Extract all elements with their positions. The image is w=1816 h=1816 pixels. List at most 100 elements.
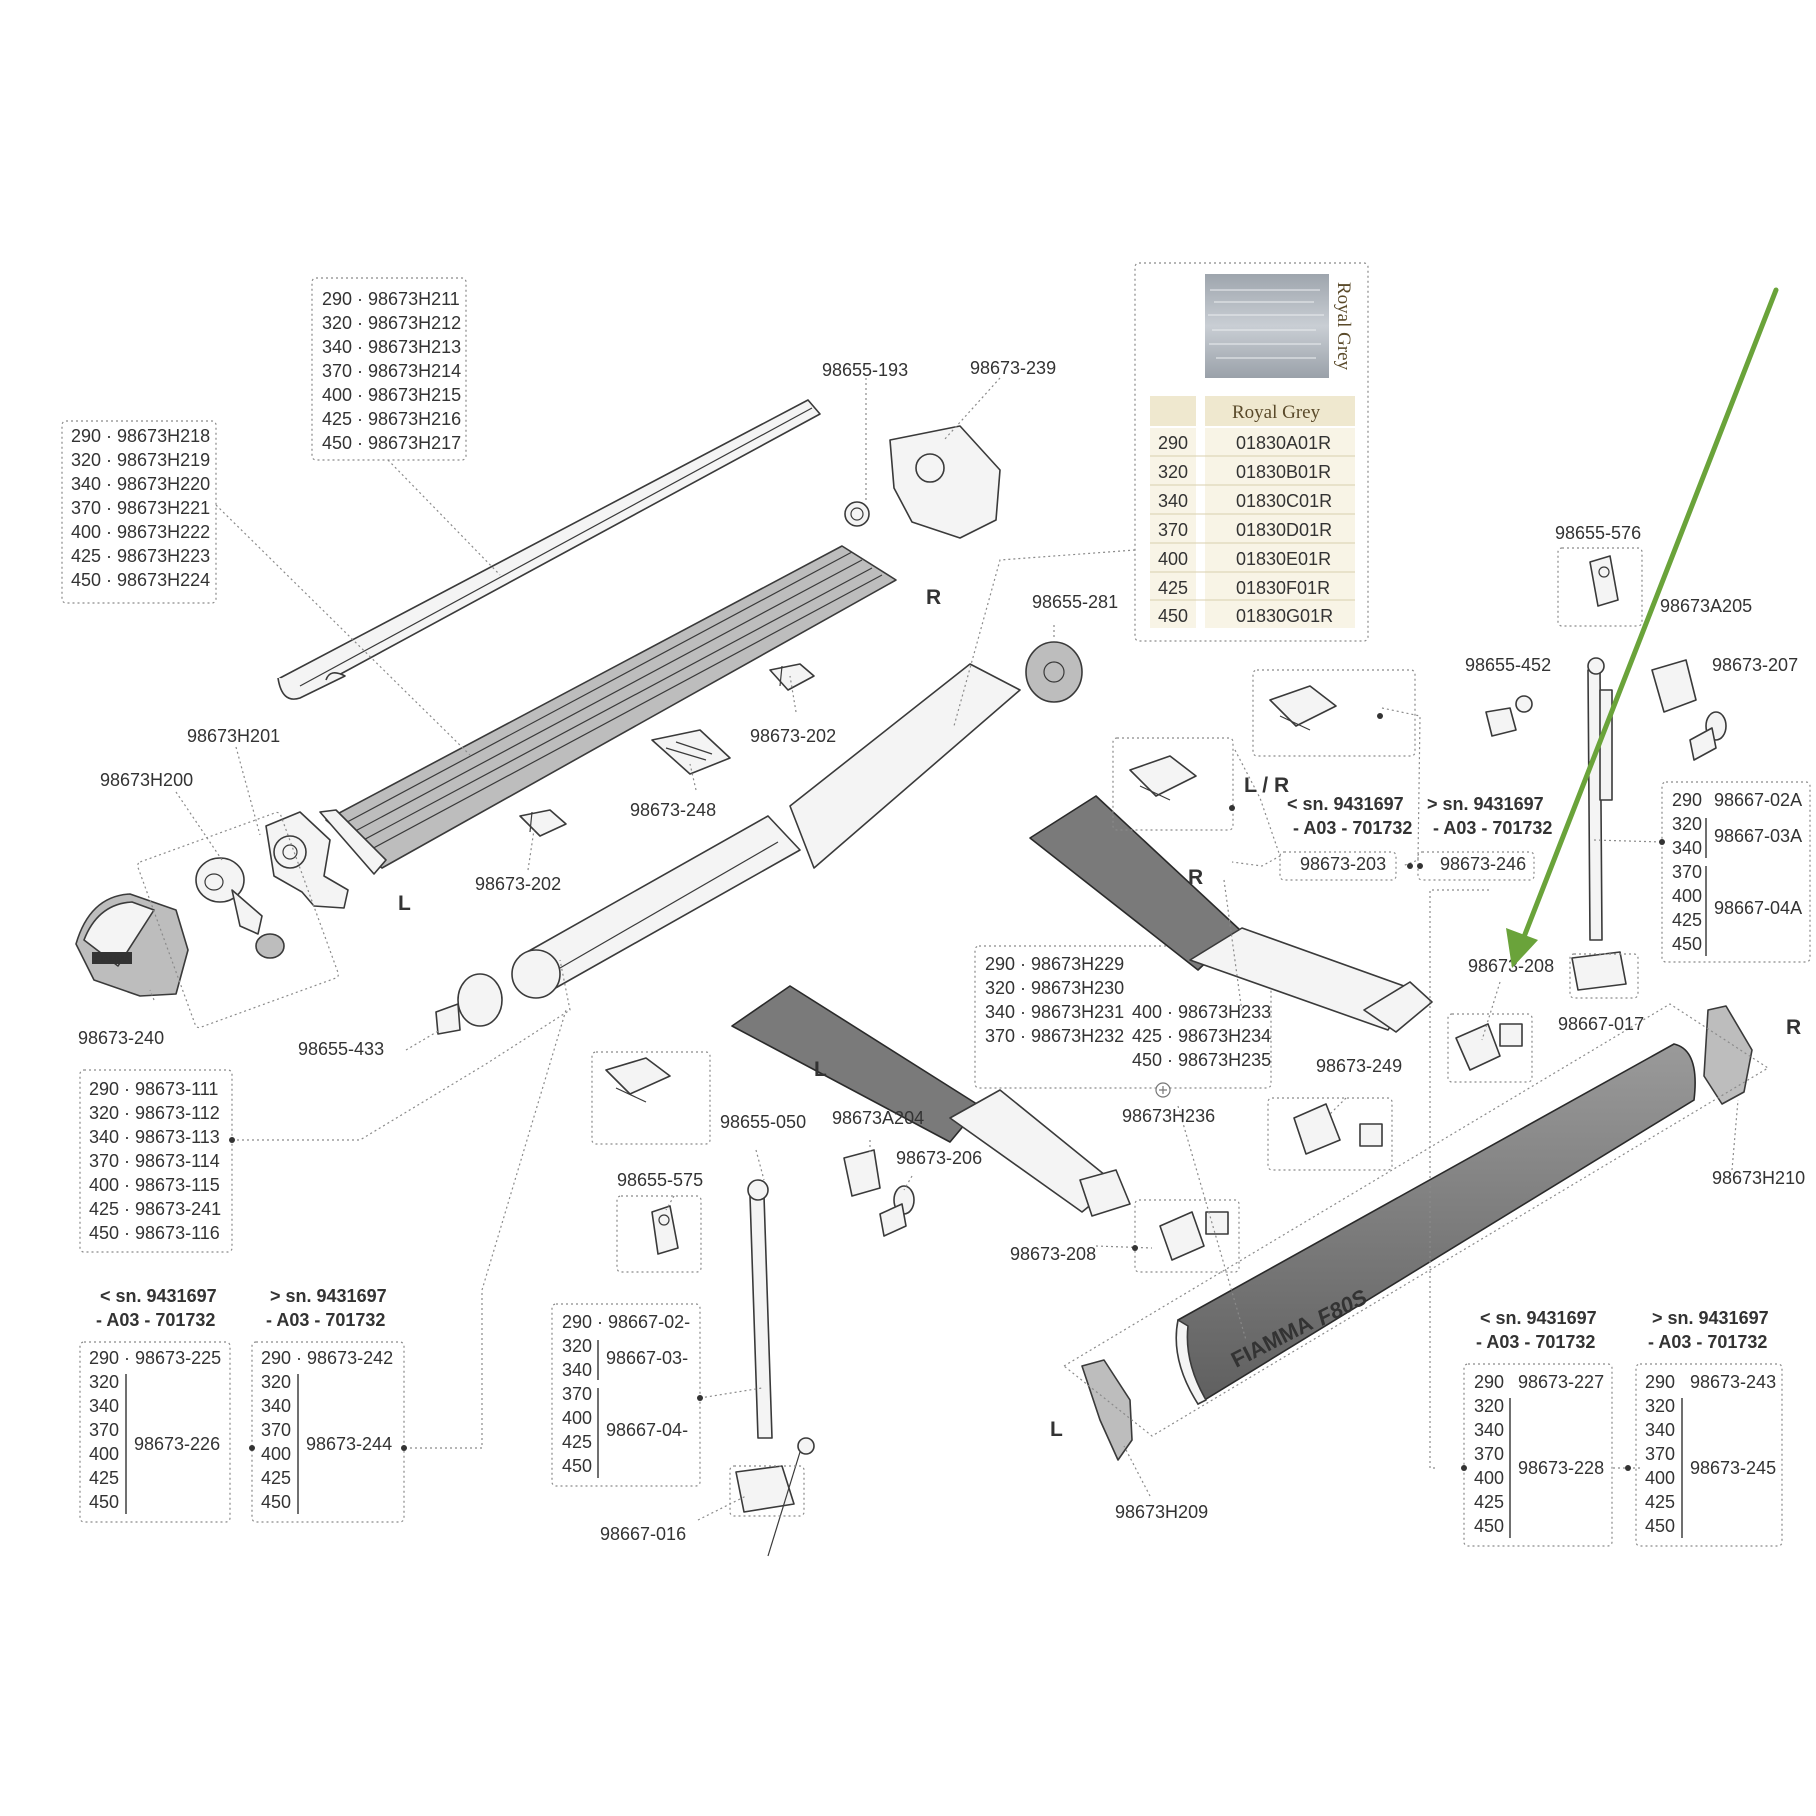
- leg-right-p3: 98667-04A: [1714, 898, 1802, 918]
- leg-right-r3b: 400: [1672, 886, 1702, 906]
- g243-r1: 320: [1645, 1396, 1675, 1416]
- tube-row-7: 450 · 98673-116: [89, 1223, 220, 1243]
- leg-left-r2b: 340: [562, 1360, 592, 1380]
- frontbar-row-2: 320 · 98673H230: [985, 978, 1124, 998]
- tube-row-5: 400 · 98673-115: [89, 1175, 220, 1195]
- label-98673-208-left: 98673-208: [1010, 1244, 1096, 1264]
- pin-98673-206: [879, 1185, 915, 1237]
- clip-248: [651, 729, 731, 775]
- side-l-arm: L: [814, 1058, 827, 1081]
- serial-left-before-a: < sn. 9431697: [100, 1286, 217, 1306]
- leg-right-r2b: 340: [1672, 838, 1702, 858]
- label-98655-050: 98655-050: [720, 1112, 806, 1132]
- right-end-98673-239: [889, 425, 1001, 539]
- bracket-98655-576: [1589, 555, 1619, 607]
- label-98655-452: 98655-452: [1465, 655, 1551, 675]
- clip-202-a: [769, 663, 815, 691]
- side-l-left: L: [398, 892, 411, 915]
- label-98673-246: 98673-246: [1440, 854, 1526, 874]
- serial-note-top-before: < sn. 9431697 - A03 - 701732: [1287, 794, 1412, 838]
- label-98673-203: 98673-203: [1300, 854, 1386, 874]
- g225-part: 98673-226: [134, 1434, 220, 1454]
- serial-right-before-b: - A03 - 701732: [1476, 1332, 1595, 1352]
- serial-top-before-b: - A03 - 701732: [1293, 818, 1412, 838]
- label-98673A204: 98673A204: [832, 1108, 924, 1128]
- label-98655-433: 98655-433: [298, 1039, 384, 1059]
- label-98655-575: 98655-575: [617, 1170, 703, 1190]
- fabric-len-6: 425: [1158, 578, 1188, 598]
- g242-r1: 320: [261, 1372, 291, 1392]
- group-98673-243: 290 98673-243 320 340 370 400 425 450 98…: [1635, 1363, 1783, 1547]
- label-98673-202-b: 98673-202: [475, 874, 561, 894]
- bracket-98673A205: [1651, 659, 1697, 713]
- fabric-header: Royal Grey: [1232, 402, 1321, 423]
- fabric-len-7: 450: [1158, 606, 1188, 626]
- g227-r3: 370: [1474, 1444, 1504, 1464]
- knob-98655-452: [1485, 695, 1533, 737]
- part-labels: 98655-193 98673-239 98655-281 98673H201 …: [78, 358, 1805, 1544]
- crank-gear-98673H200: [195, 857, 285, 959]
- profile-row-6: 425 · 98673H223: [71, 546, 210, 566]
- leg-right-r3a: 370: [1672, 862, 1702, 882]
- g242-first: 290 · 98673-242: [261, 1348, 393, 1368]
- leg-left-r3c: 425: [562, 1432, 592, 1452]
- group-98673-227: 290 98673-227 320 340 370 400 425 450 98…: [1463, 1363, 1613, 1547]
- g242-r4: 400: [261, 1444, 291, 1464]
- serial-note-top-after: > sn. 9431697 - A03 - 701732: [1427, 794, 1552, 838]
- boxes-small-top: [137, 547, 1643, 1517]
- callout-cover-lengths: 290 · 98673H211 320 · 98673H212 340 · 98…: [311, 277, 467, 461]
- clip-upper-left: [605, 1057, 671, 1103]
- tube-row-6: 425 · 98673-241: [89, 1199, 221, 1219]
- g243-first-part: 98673-243: [1690, 1372, 1776, 1392]
- g242-r5: 425: [261, 1468, 291, 1488]
- g225-r2: 340: [89, 1396, 119, 1416]
- g243-r5: 425: [1645, 1492, 1675, 1512]
- serial-right-after-b: - A03 - 701732: [1648, 1332, 1767, 1352]
- g227-first-len: 290: [1474, 1372, 1504, 1392]
- frontbar-row-6: 425 · 98673H234: [1132, 1026, 1271, 1046]
- g242-part: 98673-244: [306, 1434, 392, 1454]
- frontbar-row-3: 340 · 98673H231: [985, 1002, 1124, 1022]
- frontbar-row-4: 370 · 98673H232: [985, 1026, 1124, 1046]
- front-bar-part: FIAMMA F80S: [1175, 1043, 1696, 1406]
- cover-row-6: 425 · 98673H216: [322, 409, 461, 429]
- callout-front-bar: 290 · 98673H229 320 · 98673H230 340 · 98…: [974, 945, 1272, 1098]
- cover-row-7: 450 · 98673H217: [322, 433, 461, 453]
- label-98655-193: 98655-193: [822, 360, 908, 380]
- fabric-sheet-part: [789, 663, 1021, 869]
- callout-profile-lengths: 290 · 98673H218 320 · 98673H219 340 · 98…: [61, 420, 217, 604]
- side-labels: R L R L / R L R L: [398, 586, 1801, 1441]
- fabric-rows: 290 01830A01R 320 01830B01R 340 01830C01…: [1150, 428, 1355, 628]
- swatch-label: Royal Grey: [1333, 282, 1354, 371]
- g227-r4: 400: [1474, 1468, 1504, 1488]
- label-98673-202-a: 98673-202: [750, 726, 836, 746]
- bracket-98673-208-left: [1159, 1211, 1229, 1261]
- label-98673-240: 98673-240: [78, 1028, 164, 1048]
- end-cap-98673H210: [1703, 1005, 1753, 1105]
- g243-r3: 370: [1645, 1444, 1675, 1464]
- label-98673H209: 98673H209: [1115, 1502, 1208, 1522]
- leg-right-r2a: 320: [1672, 814, 1702, 834]
- serial-right-after-a: > sn. 9431697: [1652, 1308, 1769, 1328]
- label-98655-281: 98655-281: [1032, 592, 1118, 612]
- leader-lines: [149, 377, 1770, 1521]
- roller-tube-part: [511, 815, 801, 999]
- label-98667-016: 98667-016: [600, 1524, 686, 1544]
- label-98673H200: 98673H200: [100, 770, 193, 790]
- bracket-98655-575: [651, 1205, 679, 1255]
- leg-right-r3d: 450: [1672, 934, 1702, 954]
- clip-202-b: [519, 809, 567, 837]
- awning-profile-part: [319, 545, 897, 875]
- g225-r5: 425: [89, 1468, 119, 1488]
- frontbar-row-7: 450 · 98673H235: [1132, 1050, 1271, 1070]
- g243-first-len: 290: [1645, 1372, 1675, 1392]
- profile-row-3: 340 · 98673H220: [71, 474, 210, 494]
- serial-note-right-after: > sn. 9431697 - A03 - 701732: [1648, 1308, 1769, 1352]
- fabric-code-4: 01830D01R: [1236, 520, 1332, 540]
- label-98667-017: 98667-017: [1558, 1014, 1644, 1034]
- leg-left-p3: 98667-04-: [606, 1420, 688, 1440]
- end-cap-98673H201: [265, 811, 349, 909]
- label-98673H201: 98673H201: [187, 726, 280, 746]
- fabric-code-5: 01830E01R: [1236, 549, 1331, 569]
